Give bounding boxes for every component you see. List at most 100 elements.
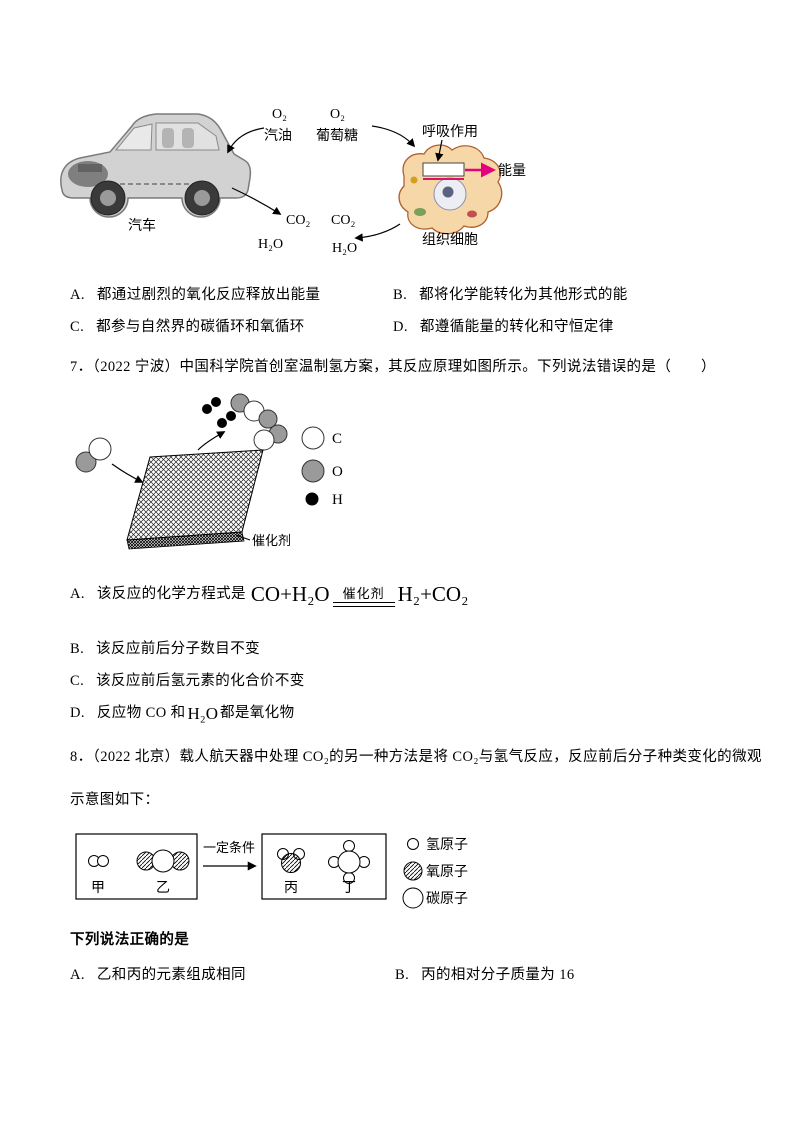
- nucleolus: [442, 186, 454, 198]
- arrow-to-catalyst: [111, 463, 144, 483]
- organelle-green: [414, 208, 426, 216]
- respiration-label: 呼吸作用: [422, 124, 478, 140]
- option-text: 丙的相对分子质量为 16: [421, 967, 575, 983]
- condition-label: 一定条件: [203, 840, 255, 855]
- option-label: D.: [70, 705, 85, 722]
- energy-label: 能量: [498, 163, 526, 179]
- legend-hydrogen-label: 氢原子: [426, 837, 468, 853]
- option-q6-c: C. 都参与自然界的碳循环和氧循环: [70, 319, 305, 336]
- equation-double-line: [332, 602, 395, 608]
- organelle-yellow: [410, 176, 418, 184]
- option-label: A.: [70, 287, 85, 303]
- product-molecules: [202, 393, 288, 451]
- tissue-cell-illustration: [398, 144, 503, 235]
- legend-hydrogen-atom: 氢原子: [407, 837, 468, 853]
- question-8-stem-line1: 8．（2022 北京）载人航天器中处理 CO₂的另一种方法是将 CO₂与氢气反应…: [70, 749, 762, 765]
- co-molecule-2: [253, 429, 275, 451]
- q7-diagram: 催化剂 C O H: [66, 392, 396, 562]
- option-q7-b: B. 该反应前后分子数目不变: [70, 641, 260, 658]
- question-8-stem-line2: 示意图如下：: [70, 792, 160, 808]
- legend-oxygen: O: [301, 459, 343, 483]
- option-q6-b: B. 都将化学能转化为其他形式的能: [393, 287, 628, 304]
- label-jia: 甲: [91, 881, 105, 896]
- legend-carbon: C: [301, 426, 342, 450]
- option-label: B.: [393, 287, 408, 303]
- option-text: 乙和丙的元素组成相同: [96, 967, 246, 983]
- micro-reaction-diagram: 甲 乙 一定条件 丙: [75, 833, 468, 909]
- carbon-atom-icon: [301, 426, 325, 450]
- co2-label-cell: CO₂: [331, 213, 355, 228]
- chemical-equation: CO+H₂O 催化剂 H₂+CO₂: [250, 581, 468, 608]
- product-box: [261, 833, 387, 900]
- option-label: D.: [393, 319, 408, 335]
- ch4-molecule-ding: [328, 840, 370, 884]
- legend-oxygen-label: O: [332, 464, 343, 480]
- option-label: B.: [70, 641, 85, 657]
- question-7-stem: 7．（2022 宁波）中国科学院首创室温制氢方案，其反应原理如图所示。下列说法错…: [70, 359, 716, 375]
- option-text: 都将化学能转化为其他形式的能: [419, 287, 628, 303]
- h2-molecule: [217, 418, 227, 428]
- organelle-red: [467, 210, 477, 218]
- h2-molecule: [202, 404, 212, 414]
- option-text: 反应物 CO 和: [96, 705, 186, 722]
- h2-molecule: [226, 411, 236, 421]
- arrow-from-catalyst: [197, 431, 226, 451]
- oxygen-atom-icon: [403, 861, 423, 881]
- option-q6-d: D. 都遵循能量的转化和守恒定律: [393, 319, 614, 336]
- option-text: 都是氧化物: [219, 705, 295, 722]
- hydrogen-atom-icon: [407, 838, 419, 850]
- mitochondria-box: [422, 162, 465, 177]
- arrow-cell-exhaust: [354, 223, 401, 242]
- co2-molecule-yi: [136, 849, 190, 873]
- h2o-formula: H₂O: [187, 704, 218, 723]
- co2-molecule: [258, 409, 278, 429]
- catalyst-label: 催化剂: [252, 533, 291, 548]
- option-text: 都遵循能量的转化和守恒定律: [419, 319, 614, 335]
- statement-text: 下列说法正确的是: [70, 932, 190, 948]
- o2-label-car: O₂: [272, 107, 287, 122]
- option-label: C.: [70, 319, 85, 335]
- glucose-label: 葡萄糖: [316, 128, 358, 144]
- energy-comparison-diagram: 汽车 组织细胞 O₂ O₂ 汽油 葡: [60, 107, 526, 256]
- car-illustration: [60, 113, 252, 218]
- option-q7-d: D. 反应物 CO 和 H₂O 都是氧化物: [70, 704, 294, 724]
- catalyst-pointer-line: [235, 534, 251, 541]
- q8-diagram: 甲 乙 一定条件 丙: [66, 828, 506, 925]
- option-label: A.: [70, 585, 85, 602]
- label-yi: 乙: [156, 880, 170, 896]
- option-text: 该反应前后氢元素的化合价不变: [96, 673, 305, 689]
- reactant-box: [75, 833, 198, 900]
- q6-diagram: 汽车 组织细胞 O₂ O₂ 汽油 葡: [52, 78, 532, 283]
- label-bing: 丙: [284, 881, 298, 896]
- option-text: 都参与自然界的碳循环和氧循环: [96, 319, 305, 335]
- h2o-label-cell: H₂O: [332, 241, 357, 256]
- arrow-car-exhaust: [231, 187, 282, 215]
- legend-oxygen-label: 氧原子: [426, 864, 468, 880]
- co-molecule: [75, 437, 112, 473]
- hydrogen-atom-icon: [305, 492, 319, 506]
- hydrogen-production-diagram: 催化剂 C O H: [75, 393, 343, 550]
- arrow-cell-intake: [371, 125, 416, 148]
- gasoline-label: 汽油: [264, 128, 292, 144]
- h2o-label-car: H₂O: [258, 237, 283, 252]
- catalyst-slab: [126, 449, 264, 550]
- equation-left: CO+H₂O: [250, 581, 330, 606]
- option-q8-a: A. 乙和丙的元素组成相同: [70, 967, 246, 984]
- legend-carbon-atom: 碳原子: [402, 887, 468, 909]
- arrow-respiration: [435, 139, 444, 162]
- option-text: 该反应的化学方程式是: [96, 585, 246, 602]
- legend-hydrogen: H: [305, 492, 343, 508]
- equation-condition-block: 催化剂: [332, 586, 395, 608]
- carbon-atom-icon: [402, 887, 424, 909]
- h2o-molecule-bing: [277, 848, 305, 873]
- legend-carbon-label: 碳原子: [426, 891, 468, 907]
- arrow-car-intake: [227, 127, 265, 154]
- legend-oxygen-atom: 氧原子: [403, 861, 468, 881]
- cell-label: 组织细胞: [422, 232, 478, 248]
- option-label: A.: [70, 967, 85, 983]
- option-q6-a: A. 都通过剧烈的氧化反应释放出能量: [70, 287, 320, 304]
- legend-carbon-label: C: [332, 431, 342, 447]
- option-label: C.: [70, 673, 85, 689]
- co2-label-car: CO₂: [286, 213, 310, 228]
